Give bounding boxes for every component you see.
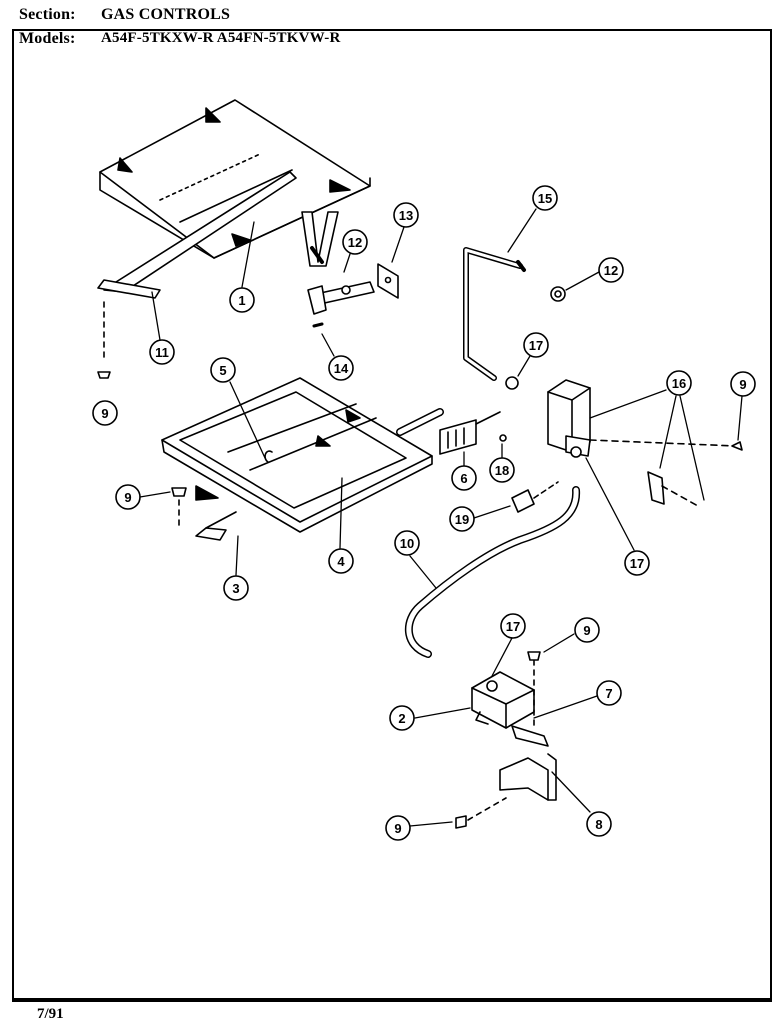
callout-18: 18 [489,457,515,483]
svg-text:12: 12 [348,235,362,250]
part-19-orifice [511,481,559,513]
callout-12b: 12 [598,257,624,283]
svg-text:10: 10 [400,536,414,551]
callout-6: 6 [451,465,477,491]
callout-4: 4 [328,548,354,574]
svg-text:9: 9 [583,623,590,638]
models-label: Models: [19,30,76,47]
callout-7: 7 [596,680,622,706]
svg-text:5: 5 [219,363,226,378]
svg-text:9: 9 [394,821,401,836]
part-12-orifice-hood-small [550,286,566,302]
svg-text:3: 3 [232,581,239,596]
part-9-screw-upper [97,301,111,379]
svg-text:17: 17 [529,338,543,353]
callout-13: 13 [393,202,419,228]
part-12-orifice-hood [307,281,375,315]
svg-text:4: 4 [337,554,345,569]
callout-9: 9 [92,400,118,426]
part-8-valve-bracket [455,753,557,829]
part-15-tube [463,247,526,381]
svg-text:1: 1 [238,293,245,308]
callouts: 1 11 9 12 13 14 15 12 17 5 16 9 6 18 4 9… [92,185,756,841]
svg-text:14: 14 [334,361,349,376]
callout-17: 17 [523,332,549,358]
callout-17c: 17 [500,613,526,639]
callout-9d: 9 [574,617,600,643]
diagram-frame [12,29,772,1000]
svg-text:17: 17 [506,619,520,634]
callout-5: 5 [210,357,236,383]
callout-10: 10 [394,530,420,556]
part-9-screw-right [731,441,743,451]
svg-text:13: 13 [399,208,413,223]
svg-text:9: 9 [101,406,108,421]
section-label: Section: [19,6,76,23]
part-14-screw [312,322,324,328]
callout-3: 3 [223,575,249,601]
callout-17b: 17 [624,550,650,576]
part-13-bracket [377,263,399,299]
part-6-ignitor [439,411,501,455]
svg-text:16: 16 [672,376,686,391]
callout-15: 15 [532,185,558,211]
svg-text:9: 9 [739,377,746,392]
part-4-lower-baffle [161,377,444,541]
callout-1: 1 [229,287,255,313]
callout-19: 19 [449,506,475,532]
part-10-gas-tube [404,486,581,658]
callout-8: 8 [586,811,612,837]
callout-9e: 9 [385,815,411,841]
part-1-upper-baffle [97,99,371,299]
section-title: GAS CONTROLS [101,6,231,23]
svg-text:11: 11 [155,345,169,360]
footer-divider [12,1000,772,1002]
callout-16: 16 [666,370,692,396]
leader-lines [139,208,743,827]
callout-9c: 9 [115,484,141,510]
svg-text:9: 9 [124,490,131,505]
svg-text:6: 6 [460,471,467,486]
svg-text:7: 7 [605,686,612,701]
part-2-gas-valve [471,671,535,729]
svg-text:19: 19 [455,512,469,527]
svg-text:15: 15 [538,191,552,206]
part-17-fitting [505,376,519,390]
part-9-screw-mid [171,487,187,531]
part-7-valve-stem [511,651,549,747]
models-list: A54F-5TKXW-R A54FN-5TKVW-R [101,30,341,46]
svg-text:2: 2 [398,711,405,726]
svg-text:8: 8 [595,817,602,832]
callout-12: 12 [342,229,368,255]
svg-text:17: 17 [630,556,644,571]
part-16-bracket [589,439,737,507]
svg-text:18: 18 [495,463,509,478]
part-16-pressure-regulator [547,379,591,458]
callout-9b: 9 [730,371,756,397]
svg-text:12: 12 [604,263,618,278]
callout-2: 2 [389,705,415,731]
callout-14: 14 [328,355,354,381]
revision-date: 7/91 [37,1006,64,1022]
part-18-clip [499,434,507,442]
callout-11: 11 [149,339,175,365]
